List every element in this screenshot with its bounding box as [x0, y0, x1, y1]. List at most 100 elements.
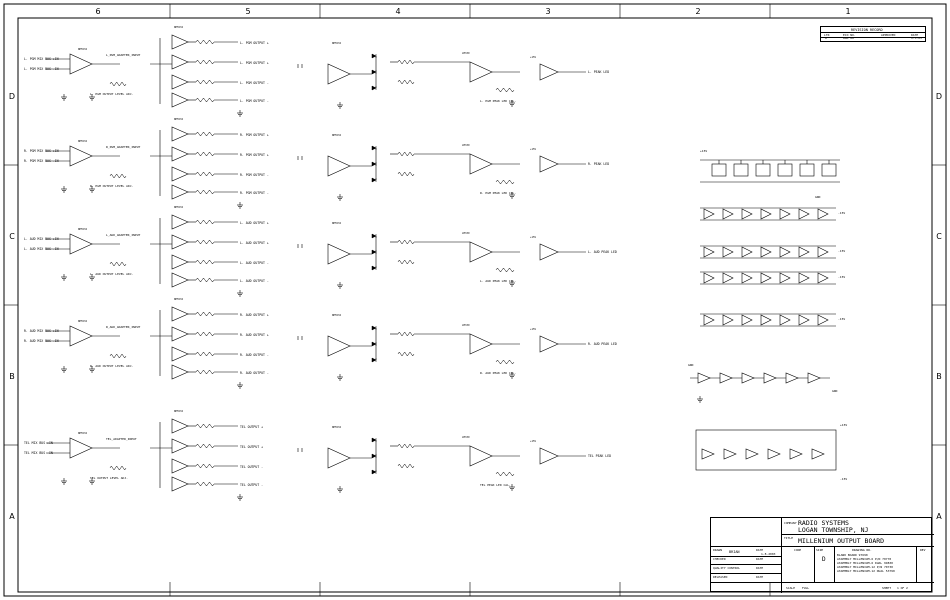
- zone-top-1: 1: [845, 7, 851, 16]
- ground-symbol: [237, 110, 243, 117]
- driver-resistor: [195, 481, 215, 487]
- input-minus-label: R. PGM MIX BUS -IN: [24, 159, 59, 163]
- rail-label: +15V: [530, 235, 537, 239]
- inverter-symbol: [703, 246, 715, 258]
- inverter-symbol: [798, 246, 810, 258]
- zone-side-a-left: A: [9, 512, 15, 521]
- peak-led-label: TEL PEAK LED: [588, 454, 611, 458]
- zone-side-b-right: B: [936, 372, 942, 381]
- rectifier-opamp: [327, 335, 351, 357]
- peak-cal-label: TEL PEAK LED CAL.: [480, 483, 511, 487]
- rectifier-opamp: [327, 63, 351, 85]
- rectifier-resistor: [397, 463, 415, 469]
- part-label: LM339: [462, 143, 470, 147]
- driver-resistor: [195, 189, 215, 195]
- buffer-symbol: [741, 372, 755, 384]
- driver-resistor: [195, 219, 215, 225]
- inverter-symbol: [817, 314, 829, 326]
- peak-led-label: L. PEAK LED: [588, 70, 609, 74]
- inverter-symbol: [760, 272, 772, 284]
- ground-symbol: [337, 486, 343, 493]
- driver-opamp: [171, 418, 189, 434]
- sheet-label: SHEET: [882, 586, 892, 590]
- led-driver: [539, 447, 559, 465]
- buffer-symbol: [723, 448, 737, 460]
- level-pot: [109, 173, 127, 179]
- output-minus-label: L. AUD OUTPUT -: [240, 261, 269, 265]
- output-plus-label: L. PGM OUTPUT +: [240, 41, 269, 45]
- rail-label: -15V: [838, 211, 845, 215]
- connector-block: [695, 429, 837, 471]
- peak-led-label: L. AUD PEAK LED: [588, 250, 617, 254]
- peak-cal-label: R. AUD PEAK LED CAL.: [480, 371, 516, 375]
- ground-symbol: [337, 282, 343, 289]
- rectifier-diode: [371, 161, 377, 167]
- cal-pot: [495, 267, 515, 273]
- driver-opamp: [171, 234, 189, 250]
- rectifier-resistor: [397, 443, 415, 449]
- drawing-no-label: DRAWING NO.: [852, 548, 872, 552]
- buffer-symbol: [697, 372, 711, 384]
- zone-side-d-left: D: [8, 92, 16, 101]
- zone-top-4: 4: [395, 7, 401, 16]
- level-adjust-label: L. AUD OUTPUT LEVEL ADJ.: [90, 272, 134, 276]
- qc-row: QUALITY CONTROL DATE: [711, 564, 781, 574]
- buffer-symbol: [785, 372, 799, 384]
- ground-label: GND: [688, 363, 694, 367]
- company-location: LOGAN TOWNSHIP, NJ: [798, 526, 869, 534]
- level-pot: [109, 465, 127, 471]
- ground-symbol: [509, 280, 515, 287]
- buffer-symbol: [789, 448, 803, 460]
- rev-divider: [916, 546, 917, 582]
- coupling-capacitor: [297, 336, 303, 340]
- inverter-symbol: [703, 272, 715, 284]
- part-label: LM339: [462, 51, 470, 55]
- inverter-symbol: [703, 208, 715, 220]
- buffer-symbol: [807, 372, 821, 384]
- output-minus-label: TEL OUTPUT -: [240, 465, 263, 469]
- driver-opamp: [171, 74, 189, 90]
- coupling-capacitor: [297, 244, 303, 248]
- rail-label: +15V: [530, 55, 537, 59]
- part-label: NE5532: [174, 297, 184, 301]
- qc-date-label: DATE: [756, 566, 764, 570]
- driver-resistor: [195, 351, 215, 357]
- released-row: RELEASED DATE: [711, 573, 781, 583]
- drawing-line-1: BLANK BOARD 97690: [837, 553, 868, 557]
- part-label: NE5532: [78, 319, 88, 323]
- rectifier-diode: [371, 469, 377, 475]
- rectifier-diode: [371, 265, 377, 271]
- driver-opamp: [171, 346, 189, 362]
- drawing-line-5: ASSEMBLY MILLENIUM-12 DUAL 53790: [837, 569, 895, 573]
- inverter-symbol: [798, 208, 810, 220]
- level-adjust-label: TEL OUTPUT LEVEL ADJ.: [90, 476, 128, 480]
- size-label: SIZE: [816, 548, 824, 552]
- rectifier-opamp: [327, 447, 351, 469]
- rectifier-diode: [371, 249, 377, 255]
- output-plus-label: R. AUD OUTPUT +: [240, 313, 269, 317]
- driver-opamp: [171, 184, 189, 200]
- ground-symbol: [89, 94, 95, 101]
- outer-border: [3, 3, 947, 597]
- ground-symbol: [509, 100, 515, 107]
- drawing-line-4: ASSEMBLY MILLENIUM-12 P/N 70730: [837, 565, 893, 569]
- peak-cal-label: R. PGM PEAK LED CAL.: [480, 191, 516, 195]
- rectifier-opamp: [327, 155, 351, 177]
- inverter-symbol: [722, 246, 734, 258]
- driver-resistor: [195, 151, 215, 157]
- rectifier-resistor: [397, 351, 415, 357]
- drawing-no-divider: [834, 546, 835, 582]
- driver-resistor: [195, 171, 215, 177]
- input-opamp: [69, 145, 93, 167]
- rectifier-diode: [371, 145, 377, 151]
- output-minus-label: R. PGM OUTPUT -: [240, 191, 269, 195]
- zone-top-3: 3: [545, 7, 551, 16]
- peak-cal-label: L. PGM PEAK LED CAL.: [480, 99, 516, 103]
- level-pot: [109, 353, 127, 359]
- part-label: NE5532: [78, 431, 88, 435]
- coupling-capacitor: [297, 64, 303, 68]
- driver-resistor: [195, 331, 215, 337]
- output-minus-label: R. AUD OUTPUT -: [240, 353, 269, 357]
- inverter-symbol: [760, 314, 772, 326]
- driver-opamp: [171, 458, 189, 474]
